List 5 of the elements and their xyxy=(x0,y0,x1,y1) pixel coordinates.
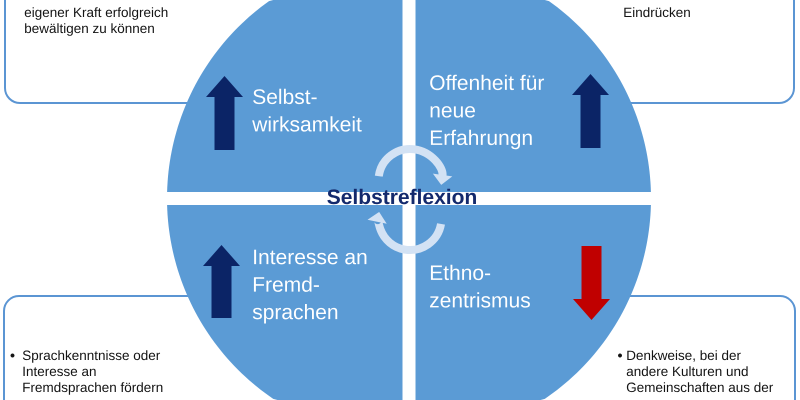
text-box: eigener Kraft erfolgreich bewältigen zu können xyxy=(4,0,190,104)
circle-quadrant: Interesse an Fremd- sprachen xyxy=(167,205,402,400)
node-label: Sprachkenntnisse oder Interesse an Fremdsprachen fördern xyxy=(22,350,162,395)
text-box: Sprachkenntnisse oder Interesse an Fremdsprachen fördern xyxy=(3,295,190,400)
text-box: Denkweise, bei der andere Kulturen und Gemeinschaften aus der xyxy=(618,295,796,400)
